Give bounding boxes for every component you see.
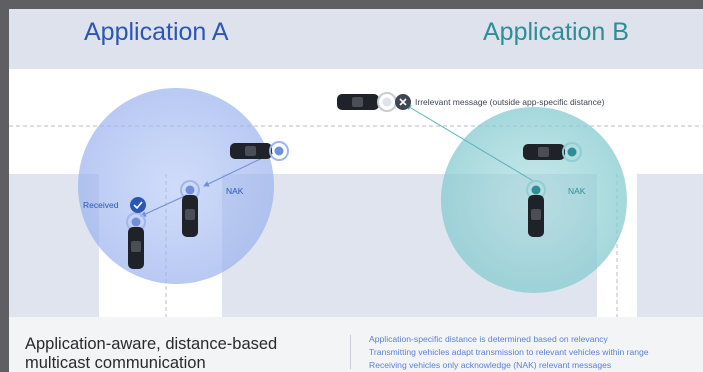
nak-label-b: NAK — [568, 186, 586, 196]
vehicle — [523, 142, 582, 162]
footer-notes: Application-specific distance is determi… — [369, 333, 649, 372]
footer: Application-aware, distance-based multic… — [9, 317, 703, 372]
vehicle — [230, 141, 289, 161]
irrelevant-message-label: Irrelevant message (outside app-specific… — [415, 97, 605, 107]
message-arrow — [405, 104, 536, 183]
check-icon — [130, 197, 146, 213]
received-label: Received — [83, 200, 119, 210]
footer-title: Application-aware, distance-based multic… — [25, 335, 277, 372]
diagram-frame: Application A Application B — [9, 9, 703, 372]
application-a-title: Application A — [84, 18, 229, 46]
footer-title-line: Application-aware, distance-based — [25, 335, 278, 353]
footer-divider — [350, 335, 351, 369]
footer-note: Transmitting vehicles adapt transmission… — [369, 347, 649, 357]
vehicle — [180, 180, 200, 237]
footer-title-line: multicast communication — [25, 354, 206, 372]
footer-note: Application-specific distance is determi… — [369, 334, 608, 344]
application-b-title: Application B — [483, 18, 629, 46]
footer-note: Receiving vehicles only acknowledge (NAK… — [369, 360, 612, 370]
range-circle-a — [78, 88, 274, 284]
vehicle — [126, 212, 146, 269]
nak-label-a: NAK — [226, 186, 244, 196]
message-arrow — [140, 194, 188, 217]
header-band: Application A Application B — [9, 9, 703, 69]
close-icon — [395, 94, 411, 110]
vehicle — [337, 92, 397, 112]
road-scene — [9, 88, 703, 317]
road-block — [637, 174, 703, 317]
vehicle — [526, 180, 546, 237]
